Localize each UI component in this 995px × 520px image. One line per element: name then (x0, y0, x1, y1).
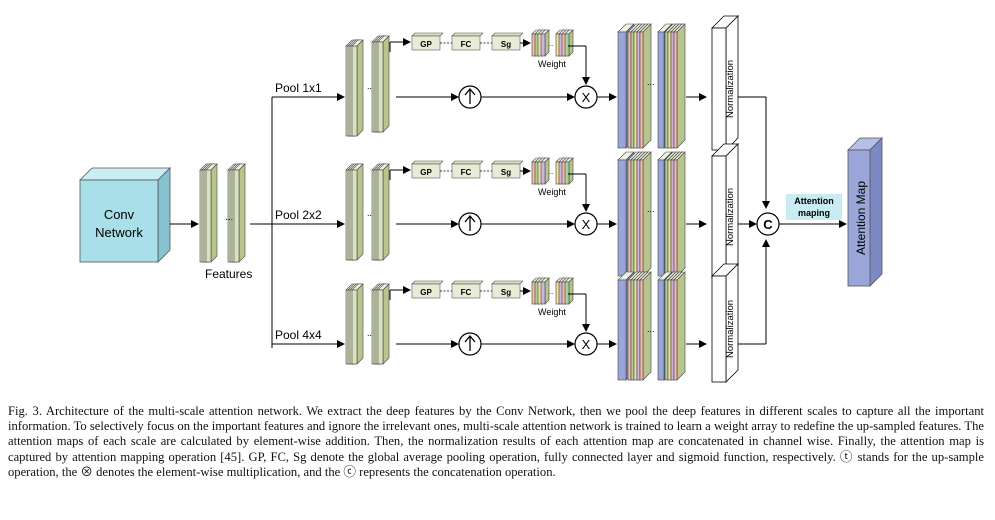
fc-box-3: FC (461, 288, 472, 297)
pool-label-2: Pool 2x2 (275, 208, 322, 222)
multiply-symbol-1: X (582, 90, 591, 105)
attention-ellipsis-1: ... (647, 77, 655, 87)
gp-box-1: GP (420, 40, 432, 49)
features-stack: ... Features (199, 163, 252, 281)
attention-maping-line1: Attention (794, 196, 834, 206)
gp-box-2: GP (420, 168, 432, 177)
weight-label-2: Weight (538, 187, 566, 197)
pool-ellipsis-3: ... (367, 328, 375, 338)
pool-label-3: Pool 4x4 (275, 328, 322, 342)
weight-label-3: Weight (538, 307, 566, 317)
attention-ellipsis-3: ... (647, 324, 655, 334)
pool-ellipsis-1: ... (367, 81, 375, 91)
attention-maping-line2: maping (798, 208, 830, 218)
weight-ellipsis-2: ... (548, 169, 554, 176)
fc-box-1: FC (461, 40, 472, 49)
concatenation-node: C (738, 96, 847, 345)
pool-ellipsis-2: ... (367, 208, 375, 218)
attention-map-block: Attention Map (847, 137, 883, 287)
pool-label-1: Pool 1x1 (275, 81, 322, 95)
conv-network-label-line1: Conv (104, 207, 135, 222)
gp-box-3: GP (420, 288, 432, 297)
normalization-label-1: Normalization (725, 60, 736, 118)
sg-box-2: Sg (501, 168, 511, 177)
architecture-diagram: Conv Network ... Features Pool 1x1... GP F… (79, 15, 883, 383)
fc-box-2: FC (461, 168, 472, 177)
attention-map-label: Attention Map (854, 181, 868, 255)
weight-ellipsis-1: ... (548, 41, 554, 48)
features-label: Features (205, 267, 252, 281)
weight-ellipsis-3: ... (548, 289, 554, 296)
conv-network-label-line2: Network (95, 225, 143, 240)
multiply-symbol-3: X (582, 337, 591, 352)
weight-label-1: Weight (538, 59, 566, 69)
normalization-label-3: Normalization (725, 300, 736, 358)
concat-symbol: C (763, 217, 773, 232)
conv-network-block: Conv Network (79, 167, 171, 263)
sg-box-3: Sg (501, 288, 511, 297)
sg-box-1: Sg (501, 40, 511, 49)
multiply-symbol-2: X (582, 217, 591, 232)
figure-caption: Fig. 3. Architecture of the multi-scale … (8, 404, 984, 479)
normalization-label-2: Normalization (725, 188, 736, 246)
features-ellipsis: ... (225, 212, 233, 223)
attention-maping-box: Attention maping (786, 194, 842, 220)
attention-ellipsis-2: ... (647, 204, 655, 214)
